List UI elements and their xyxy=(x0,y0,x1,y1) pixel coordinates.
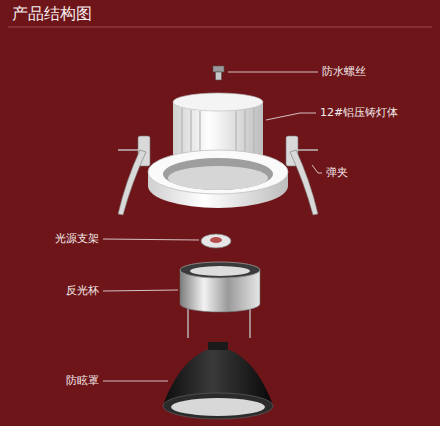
part-label: 防眩罩 xyxy=(66,374,99,387)
lamp-body xyxy=(148,93,288,208)
screw xyxy=(213,66,224,80)
part-label: 弹夹 xyxy=(326,166,348,179)
spring-clip xyxy=(118,136,318,215)
anti-glare-cover xyxy=(163,342,273,419)
part-label: 防水螺丝 xyxy=(322,65,366,78)
part-label: 12#铝压铸灯体 xyxy=(320,106,398,119)
part-label: 光源支架 xyxy=(55,232,99,245)
reflector xyxy=(180,262,260,338)
title-rule xyxy=(8,27,432,28)
light-bracket xyxy=(201,234,231,248)
diagram-title: 产品结构图 xyxy=(12,4,92,23)
leader-line xyxy=(103,72,322,381)
part-label: 反光杯 xyxy=(66,284,99,297)
